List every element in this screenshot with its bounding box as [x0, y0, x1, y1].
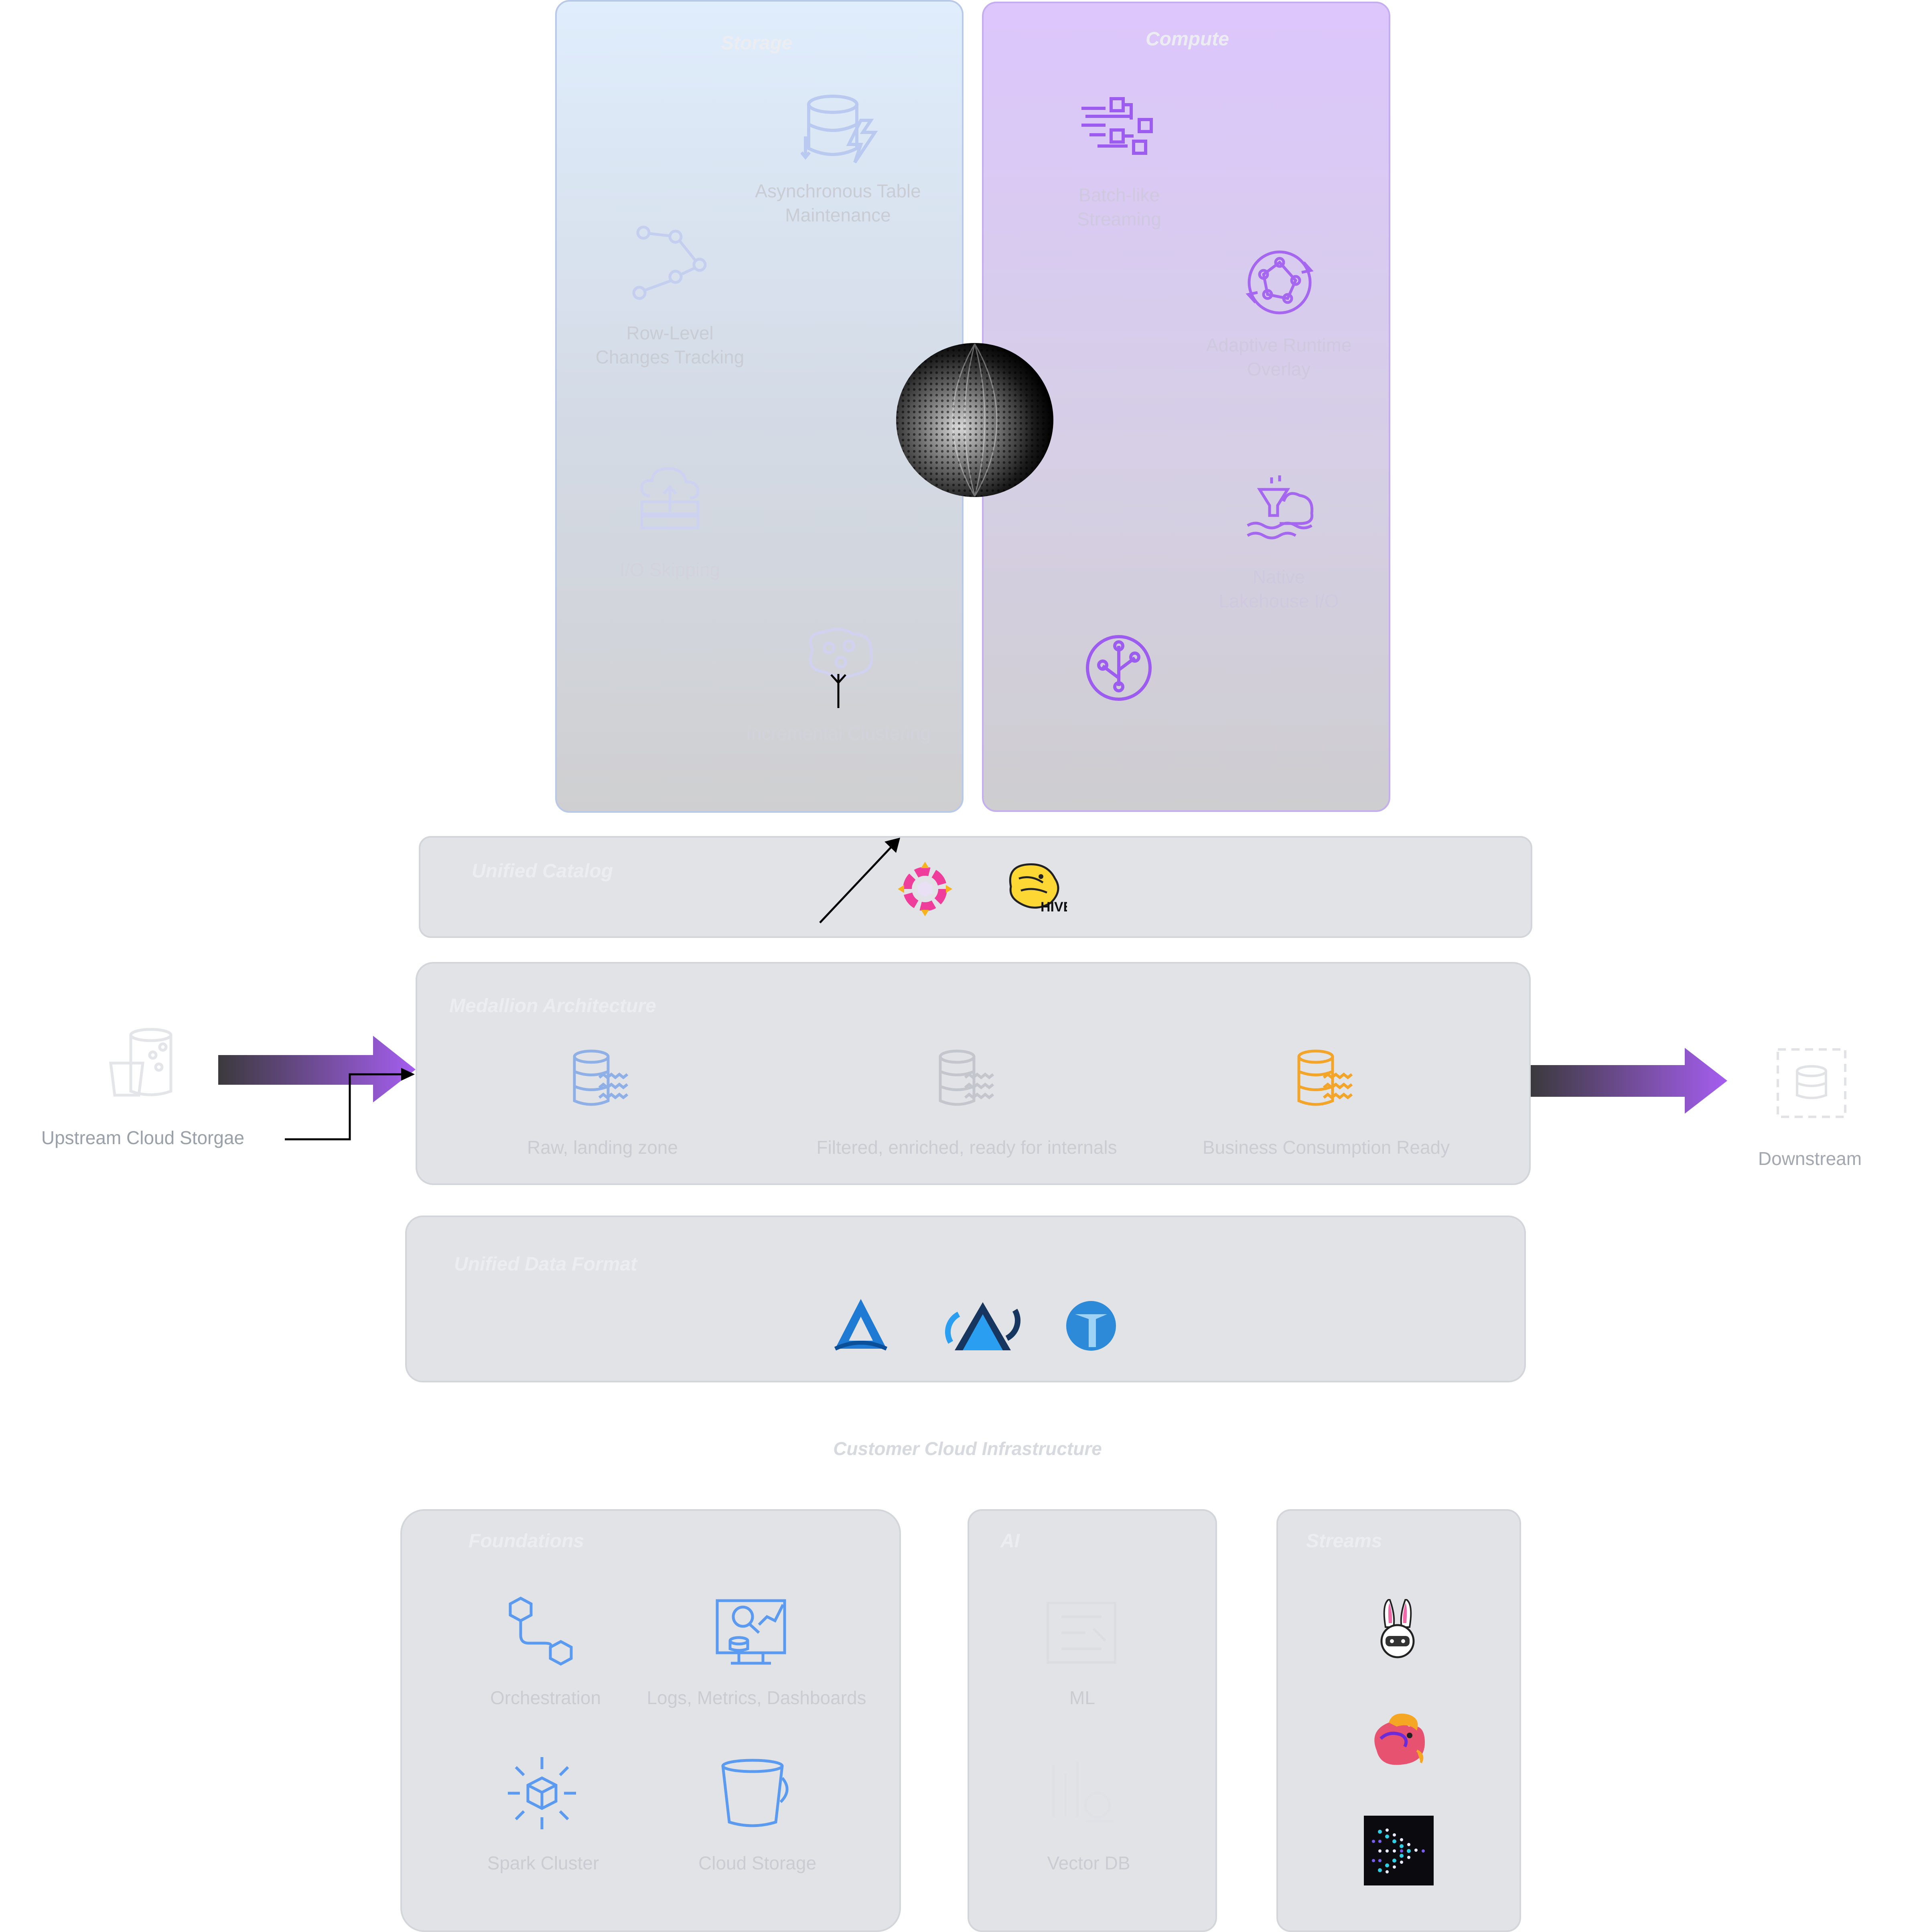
connector-arrow-icon: [819, 838, 900, 923]
cluster-brain-icon: [809, 628, 873, 678]
graph-nodes-icon: [632, 225, 707, 300]
unified-data-format-panel: Unified Data Format: [405, 1216, 1526, 1382]
ai-panel: AI: [968, 1509, 1217, 1932]
infrastructure-title: Customer Cloud Infrastructure: [833, 1438, 1102, 1459]
foundations-panel-title: Foundations: [469, 1530, 584, 1552]
format-panel-title: Unified Data Format: [454, 1254, 637, 1275]
vector-db-label: Vector DB: [1047, 1853, 1130, 1873]
spark-cluster-label: Spark Cluster: [487, 1853, 599, 1873]
filtered-tier-database-icon: [939, 1049, 994, 1106]
foundations-panel: Foundations: [400, 1509, 901, 1932]
compute-panel-title: Compute: [1146, 28, 1229, 50]
compute-item-3-label-line2: Lakehouse I/O: [1219, 591, 1339, 611]
ml-label: ML: [1069, 1687, 1095, 1708]
ml-board-icon: [1047, 1602, 1116, 1664]
ai-panel-title: AI: [1000, 1530, 1020, 1552]
stream-blocks-icon: [1081, 97, 1153, 155]
logs-metrics-label: Logs, Metrics, Dashboards: [647, 1687, 866, 1708]
database-lightning-icon: [801, 95, 878, 164]
cloud-server-icon: [640, 467, 700, 530]
upstream-storage-icon: [109, 1028, 172, 1097]
raw-tier-label: Raw, landing zone: [527, 1137, 678, 1158]
filtered-tier-label: Filtered, enriched, ready for internals: [816, 1137, 1117, 1158]
hive-logo-icon: HIVE: [1009, 863, 1067, 915]
bucket-icon: [721, 1759, 789, 1827]
upstream-connector-line: [285, 1068, 415, 1141]
streaming-panel-title: Streams: [1306, 1530, 1382, 1552]
disco-sphere-icon: [896, 343, 1053, 497]
lake-funnel-icon: [1247, 475, 1314, 540]
compute-item-2-label-line1: Adaptive Runtime: [1206, 335, 1352, 355]
compute-item-3-label-line1: Native: [1252, 566, 1305, 587]
compute-item-1-label-line1: Batch-like: [1079, 185, 1160, 205]
downstream-storage-icon: [1777, 1048, 1846, 1118]
flink-squirrel-icon: [1374, 1713, 1425, 1765]
business-tier-database-icon: [1297, 1049, 1353, 1106]
adaptive-cycle-icon: [1246, 250, 1314, 315]
storage-item-1-label-line2: Maintenance: [785, 205, 891, 225]
workflow-icon: [509, 1597, 573, 1666]
compute-item-1-label-line2: Streaming: [1077, 209, 1161, 229]
storage-item-3-label: I/O Skipping: [619, 559, 720, 580]
downstream-flow-arrow-icon: [1531, 1048, 1727, 1114]
upstream-label: Upstream Cloud Storgae: [41, 1127, 245, 1148]
cube-burst-icon: [508, 1757, 576, 1829]
vector-db-icon: [1052, 1761, 1114, 1822]
dotted-arrow-logo-icon: [1364, 1816, 1434, 1885]
iceberg-logo-icon: [1066, 1301, 1116, 1351]
downstream-label: Downstream: [1758, 1148, 1862, 1169]
storage-item-2-label-line1: Row-Level: [626, 323, 714, 343]
raw-tier-database-icon: [573, 1049, 629, 1106]
hive-logo-text: HIVE: [1041, 899, 1067, 915]
storage-panel-title: Storage: [721, 32, 793, 54]
delta-sync-logo-icon: [945, 1302, 1020, 1350]
rabbit-mascot-icon: [1380, 1599, 1415, 1658]
down-arrow-icon: [830, 674, 846, 708]
orchestration-label: Orchestration: [490, 1687, 601, 1708]
upstream-flow-arrow-icon: [218, 1036, 416, 1102]
compute-item-2-label-line2: Overlay: [1247, 359, 1311, 380]
polaris-logo-icon: [898, 862, 952, 916]
branch-circle-icon: [1086, 635, 1152, 701]
monitoring-icon: [716, 1599, 786, 1665]
catalog-panel-title: Unified Catalog: [472, 860, 613, 882]
delta-lake-logo-icon: [834, 1299, 888, 1351]
business-tier-label: Business Consumption Ready: [1202, 1137, 1450, 1158]
storage-item-2-label-line2: Changes Tracking: [595, 347, 745, 367]
medallion-panel-title: Medallion Architecture: [449, 995, 656, 1017]
unified-catalog-panel: Unified Catalog: [419, 836, 1532, 938]
storage-item-4-label: Incremental Clustering: [746, 723, 931, 744]
storage-item-1-label-line1: Asynchronous Table: [755, 181, 921, 201]
storage-panel: Storage: [555, 0, 964, 813]
cloud-storage-label: Cloud Storage: [698, 1853, 817, 1873]
